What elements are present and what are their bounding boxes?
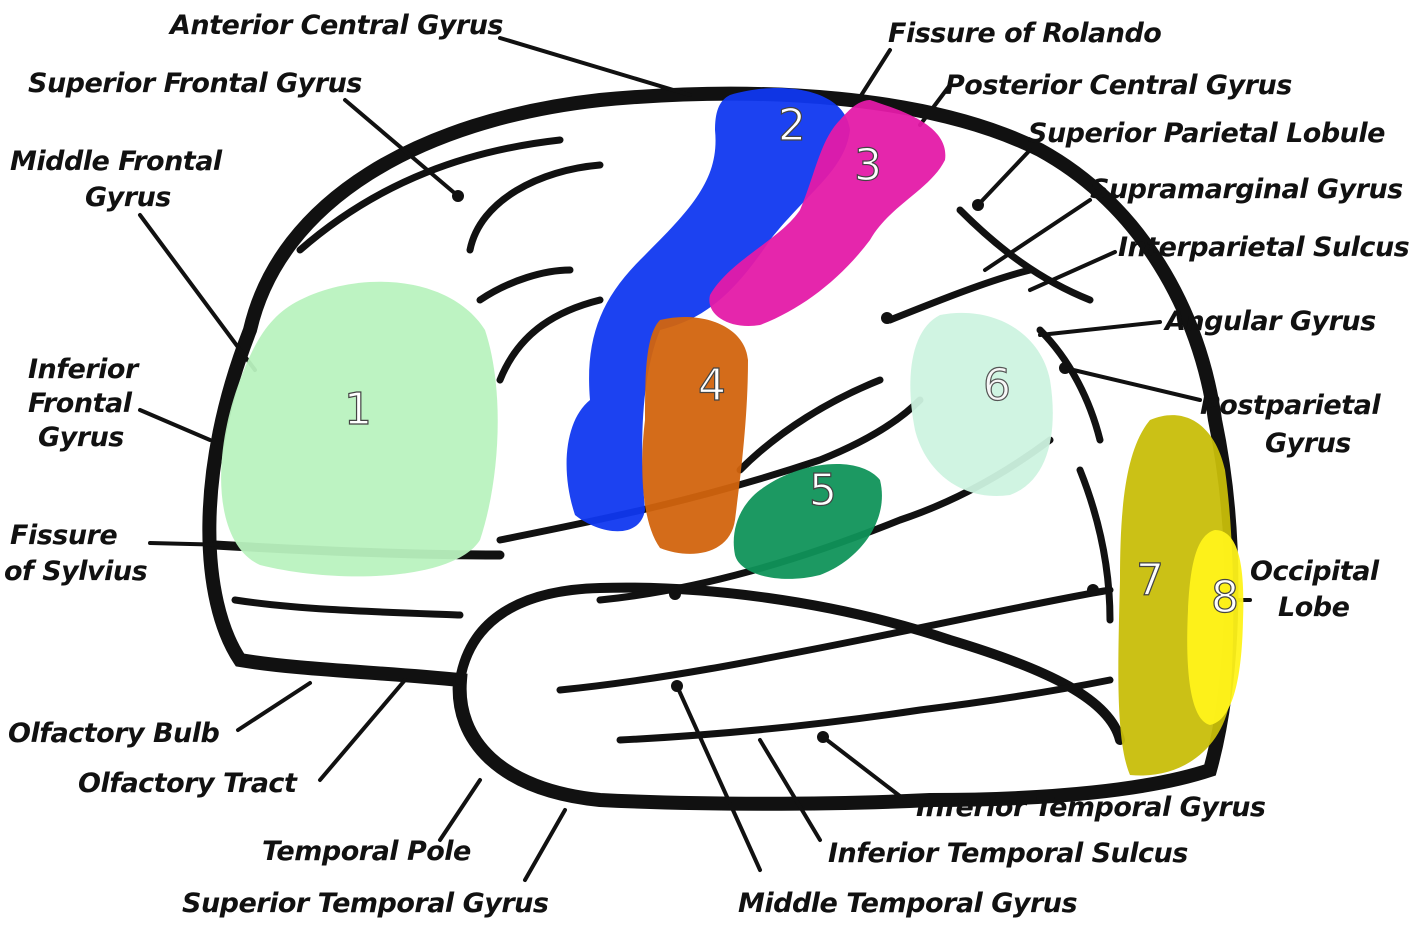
leader-angular [1040,322,1160,335]
leader-superior-parietal [978,150,1030,205]
label-inferior-temporal-gyrus: Inferior Temporal Gyrus [916,792,1266,823]
label-superior-parietal-lobule: Superior Parietal Lobule [1028,118,1385,149]
label-middle-frontal-gyrus-line1: Middle Frontal [10,146,223,177]
label-occipital-lobe-line1: Occipital [1250,556,1380,587]
label-posterior-central-gyrus: Posterior Central Gyrus [945,70,1292,101]
region-5-number: 5 [809,465,837,516]
leader-sylvius [150,543,230,545]
dot-angular [881,312,893,324]
sulcus-frontal-2 [470,165,600,250]
label-postparietal-gyrus-line1: Postparietal [1200,390,1381,421]
leader-middle-frontal [140,215,255,370]
region-8-number: 8 [1211,572,1239,623]
leader-supramarginal [985,200,1090,270]
dot-superior-temporal [669,588,681,600]
region-4-number: 4 [698,360,726,411]
leader-superior-temporal [525,810,565,880]
label-olfactory-tract: Olfactory Tract [78,768,298,799]
sulcus-frontal-3 [500,300,600,380]
leader-interparietal [1030,252,1115,290]
region-6 [910,313,1052,496]
olfactory-edge [235,600,460,615]
region-8 [1187,530,1243,725]
region-1-number: 1 [344,384,372,435]
label-superior-frontal-gyrus: Superior Frontal Gyrus [28,68,362,99]
leader-olfactory-bulb [238,683,310,730]
dot-occipital [1087,584,1099,596]
region-3-number: 3 [854,140,882,191]
region-4 [642,317,748,554]
label-middle-frontal-gyrus-line2: Gyrus [85,182,171,213]
label-middle-temporal-gyrus: Middle Temporal Gyrus [738,888,1077,919]
leader-anterior-central [500,38,690,95]
region-7-number: 7 [1136,555,1164,606]
label-angular-gyrus: Angular Gyrus [1163,306,1376,337]
label-fissure-of-sylvius-line1: Fissure [10,520,117,551]
leader-middle-temporal [677,686,760,870]
leader-temporal-pole [440,780,480,840]
label-occipital-lobe-line2: Lobe [1278,592,1350,623]
label-inferior-frontal-gyrus-line3: Gyrus [38,422,124,453]
label-inferior-frontal-gyrus-line2: Frontal [28,388,133,419]
label-postparietal-gyrus-line2: Gyrus [1265,428,1351,459]
leader-inferior-temporal-gyrus [823,737,905,800]
region-2-number: 2 [778,100,806,151]
label-superior-temporal-gyrus: Superior Temporal Gyrus [182,888,549,919]
leader-inferior-frontal [140,410,210,440]
region-6-number: 6 [983,360,1011,411]
label-anterior-central-gyrus: Anterior Central Gyrus [168,10,503,41]
label-inferior-frontal-gyrus-line1: Inferior [28,354,140,385]
sulcus-inferior-temporal [620,680,1110,740]
label-fissure-of-rolando: Fissure of Rolando [888,18,1161,49]
sulcus-parietal-2 [890,270,1030,320]
leader-inferior-temporal-sulcus [760,740,820,840]
label-temporal-pole: Temporal Pole [262,836,471,867]
sulcus-temporal-inner [740,380,880,470]
label-fissure-of-sylvius-line2: of Sylvius [4,556,148,587]
label-supramarginal-gyrus: Supramarginal Gyrus [1090,174,1403,205]
sulcus-frontal-4 [480,270,570,300]
leader-olfactory-tract [320,680,405,780]
label-interparietal-sulcus: Interparietal Sulcus [1118,232,1410,263]
label-inferior-temporal-sulcus: Inferior Temporal Sulcus [828,838,1188,869]
label-olfactory-bulb: Olfactory Bulb [8,718,220,749]
